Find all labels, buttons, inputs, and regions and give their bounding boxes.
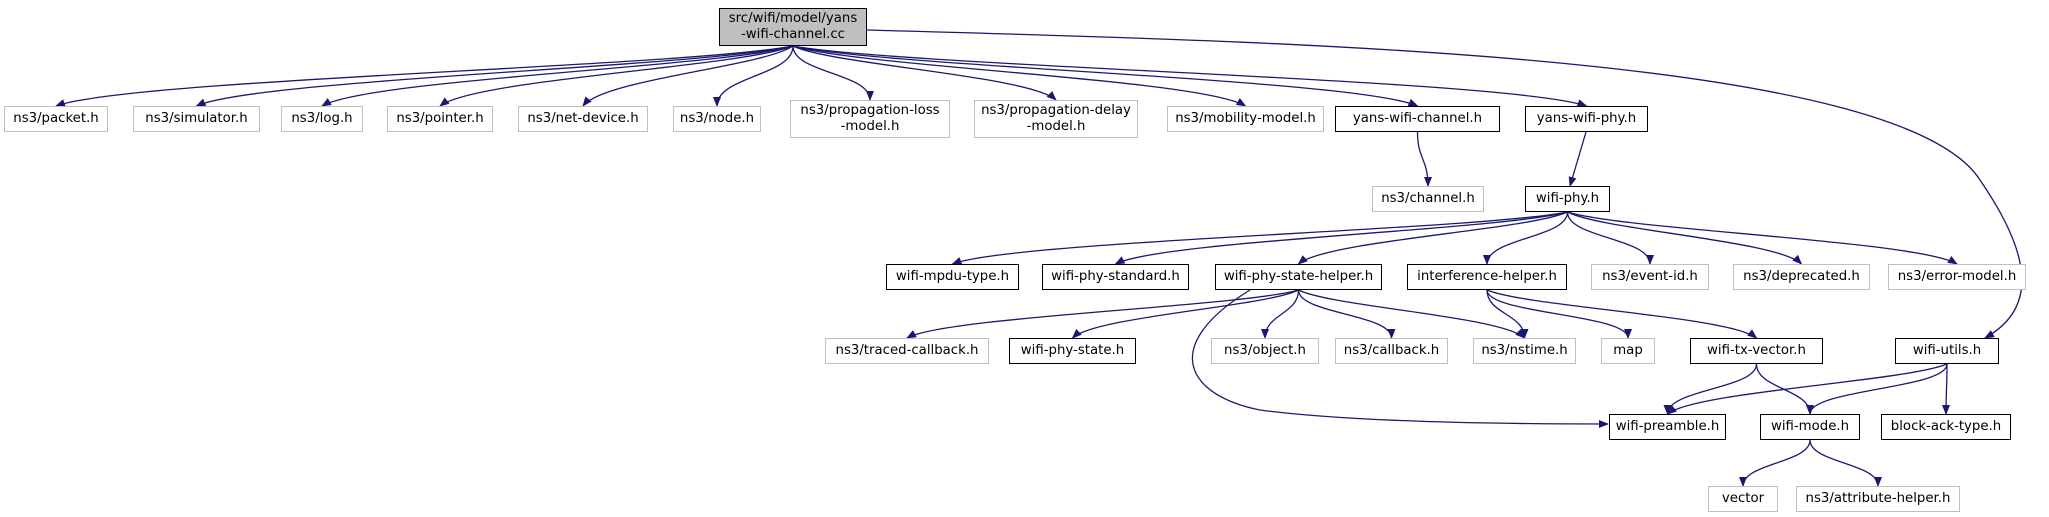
edge-root-to-netdevice bbox=[582, 45, 794, 107]
node-yansphy[interactable]: yans-wifi-phy.h bbox=[1525, 106, 1648, 132]
node-phystandard[interactable]: wifi-phy-standard.h bbox=[1042, 264, 1189, 290]
node-mobility: ns3/mobility-model.h bbox=[1167, 106, 1324, 132]
edge-interference-to-nstime bbox=[1486, 289, 1529, 339]
node-txvector[interactable]: wifi-tx-vector.h bbox=[1690, 338, 1823, 364]
node-errormodel: ns3/error-model.h bbox=[1888, 264, 2026, 290]
edge-mode-to-attrhelper bbox=[1809, 439, 1882, 487]
node-utils[interactable]: wifi-utils.h bbox=[1895, 338, 1999, 364]
edge-yansphy-to-wifiphy bbox=[1568, 131, 1587, 187]
edge-root-to-propdelay bbox=[792, 45, 1057, 101]
node-packet: ns3/packet.h bbox=[4, 106, 108, 132]
node-log: ns3/log.h bbox=[281, 106, 363, 132]
edge-wifiphy-to-errormodel bbox=[1567, 211, 1958, 265]
node-yanschannel[interactable]: yans-wifi-channel.h bbox=[1335, 106, 1500, 132]
node-object: ns3/object.h bbox=[1211, 338, 1319, 364]
edge-interference-to-map bbox=[1486, 289, 1632, 339]
node-nstime: ns3/nstime.h bbox=[1473, 338, 1576, 364]
edge-root-to-simulator bbox=[195, 45, 794, 107]
edge-wifiphy-to-phystandard bbox=[1114, 211, 1568, 265]
edge-root-to-proploss bbox=[792, 45, 874, 101]
edge-yanschannel-to-channel bbox=[1416, 131, 1432, 187]
edge-root-to-node bbox=[713, 45, 794, 107]
node-node: ns3/node.h bbox=[673, 106, 761, 132]
node-simulator: ns3/simulator.h bbox=[133, 106, 260, 132]
edge-root-to-yanschannel bbox=[792, 45, 1419, 107]
edge-txvector-to-preamble bbox=[1663, 363, 1758, 415]
edge-root-to-mobility bbox=[792, 45, 1247, 107]
node-channel: ns3/channel.h bbox=[1372, 186, 1484, 212]
edge-root-to-packet bbox=[55, 45, 794, 107]
node-statehelper[interactable]: wifi-phy-state-helper.h bbox=[1215, 264, 1382, 290]
node-blockack[interactable]: block-ack-type.h bbox=[1881, 414, 2011, 440]
edge-wifiphy-to-statehelper bbox=[1297, 211, 1568, 265]
node-root[interactable]: src/wifi/model/yans -wifi-channel.cc bbox=[719, 8, 867, 46]
edge-wifiphy-to-deprecated bbox=[1567, 211, 1803, 265]
edge-mode-to-vector bbox=[1739, 439, 1811, 487]
edge-statehelper-to-nstime bbox=[1298, 289, 1526, 339]
edge-root-to-utils bbox=[866, 29, 2023, 339]
node-netdevice: ns3/net-device.h bbox=[518, 106, 648, 132]
node-deprecated: ns3/deprecated.h bbox=[1733, 264, 1870, 290]
edge-wifiphy-to-mpdutype bbox=[951, 211, 1568, 265]
node-attrhelper: ns3/attribute-helper.h bbox=[1796, 486, 1960, 512]
node-mpdutype[interactable]: wifi-mpdu-type.h bbox=[886, 264, 1019, 290]
node-traced: ns3/traced-callback.h bbox=[825, 338, 989, 364]
edge-utils-to-preamble bbox=[1666, 363, 1948, 415]
edge-wifiphy-to-eventid bbox=[1566, 211, 1654, 265]
edge-root-to-pointer bbox=[439, 45, 794, 107]
node-vector: vector bbox=[1708, 486, 1778, 512]
edge-utils-to-mode bbox=[1806, 363, 1948, 415]
node-eventid: ns3/event-id.h bbox=[1591, 264, 1709, 290]
edge-statehelper-to-phystate bbox=[1071, 289, 1299, 339]
node-preamble[interactable]: wifi-preamble.h bbox=[1609, 414, 1726, 440]
node-pointer: ns3/pointer.h bbox=[387, 106, 493, 132]
node-callback: ns3/callback.h bbox=[1335, 338, 1448, 364]
edge-statehelper-to-object bbox=[1261, 289, 1300, 339]
edge-wifiphy-to-interference bbox=[1483, 211, 1569, 265]
node-interference[interactable]: interference-helper.h bbox=[1407, 264, 1567, 290]
edge-root-to-yansphy bbox=[792, 45, 1588, 107]
node-map: map bbox=[1601, 338, 1655, 364]
edge-utils-to-blockack bbox=[1942, 363, 1951, 415]
node-propdelay: ns3/propagation-delay -model.h bbox=[974, 100, 1138, 138]
edge-statehelper-to-callback bbox=[1297, 289, 1396, 339]
edge-statehelper-to-preamble bbox=[1191, 289, 1609, 428]
edge-statehelper-to-traced bbox=[906, 289, 1299, 339]
node-proploss: ns3/propagation-loss -model.h bbox=[790, 100, 950, 138]
edge-root-to-log bbox=[321, 45, 794, 107]
node-mode[interactable]: wifi-mode.h bbox=[1760, 414, 1860, 440]
node-wifiphy[interactable]: wifi-phy.h bbox=[1525, 186, 1610, 212]
edge-interference-to-txvector bbox=[1486, 289, 1758, 339]
node-phystate[interactable]: wifi-phy-state.h bbox=[1009, 338, 1136, 364]
